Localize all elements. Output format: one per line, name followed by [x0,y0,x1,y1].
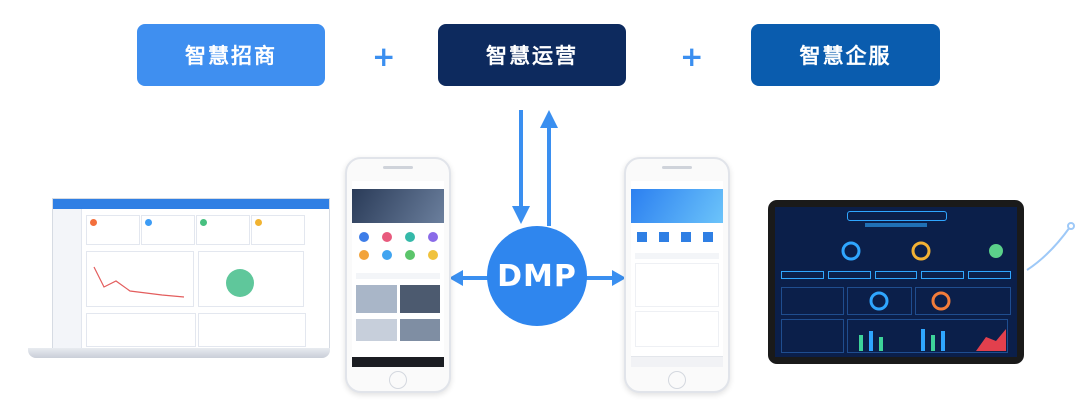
phone-left-screen [352,181,444,367]
phone-left-notice [356,273,440,279]
down-arrow [510,108,532,228]
phone-speaker [662,166,692,169]
laptop-stat-card-4 [251,215,305,245]
decorative-trend-line [1025,215,1080,275]
laptop-bar-panel [198,313,306,347]
left-arrow [447,268,491,288]
phone-left-banner [352,189,444,223]
tablet-kpi-strip [781,271,1011,279]
tablet-bar-charts [781,319,1011,353]
laptop-stat-card-3 [196,215,250,245]
phone-right-icon-row [631,229,723,249]
phone-right-tabbar [631,356,723,367]
phone-left-photos-2 [352,313,444,341]
plus-sign-2: + [680,40,703,73]
tablet-title-bar [847,211,947,221]
phone-home-button [668,371,686,389]
laptop-stat-card-2 [141,215,195,245]
phone-speaker [383,166,413,169]
phone-right-banner [631,189,723,223]
tablet-screen [775,207,1017,357]
smart-operation-pill: 智慧运营 [438,24,626,86]
laptop-line-chart [86,251,194,307]
dmp-hub: DMP [487,226,587,326]
phone-home-button [389,371,407,389]
phone-left [345,157,451,393]
tablet-device [768,200,1024,364]
phone-right-screen [631,181,723,367]
phone-right-card-1 [635,263,719,307]
laptop-header-bar [53,199,329,209]
tablet-middle-panels [781,287,1011,315]
laptop-screen [52,198,330,350]
phone-right-notice [635,253,719,259]
smart-investment-pill: 智慧招商 [137,24,325,86]
right-arrow [584,268,628,288]
laptop-stat-card-1 [86,215,140,245]
laptop-sidebar [53,209,82,349]
laptop-base [28,348,330,358]
tablet-ring-row [781,233,1011,269]
phone-left-tabbar [352,357,444,367]
tablet-clock-bar [865,223,927,227]
phone-left-photos [352,285,444,313]
plus-sign-1: + [372,40,395,73]
laptop-pie-chart [198,251,304,307]
up-arrow [538,108,560,228]
laptop-device [28,190,330,360]
laptop-table [86,313,196,347]
phone-right [624,157,730,393]
smart-service-pill: 智慧企服 [751,24,940,86]
phone-right-card-2 [635,311,719,347]
phone-left-icon-grid [352,227,444,267]
